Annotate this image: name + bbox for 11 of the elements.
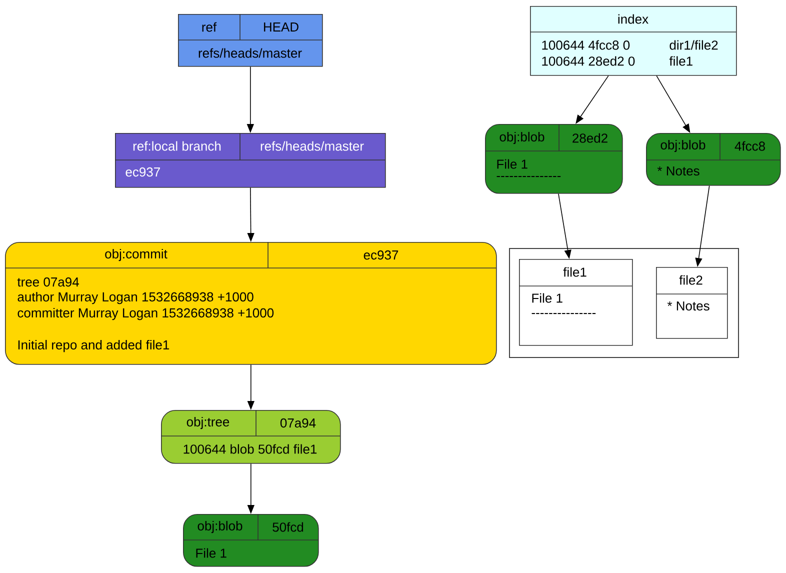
record-box: ref:local branch refs/heads/master ec937 bbox=[114, 132, 386, 188]
record-box: obj:blob 28ed2 File 1 --------------- bbox=[484, 124, 623, 194]
folder-frame bbox=[509, 248, 739, 358]
record-box: obj:blob 4fcc8 * Notes bbox=[646, 132, 781, 186]
record-box: obj:commit ec937 tree 07a94 author Murray Logan 1532668938 +1000 committer Murray Logan 1532668938 +1000 Initial repo and added file1 bbox=[4, 242, 497, 365]
record-box: ref HEAD refs/heads/master bbox=[178, 14, 323, 67]
record-box: file1 File 1 --------------- bbox=[518, 259, 633, 346]
record-box: obj:tree 07a94 100644 blob 50fcd file1 bbox=[160, 410, 341, 464]
record-box: index 100644 4fcc8 0 dir1/file2 100644 28ed2 0 file1 bbox=[530, 6, 737, 76]
record-box: obj:blob 50fcd File 1 bbox=[182, 514, 319, 567]
record-box: file2 * Notes bbox=[656, 267, 728, 339]
